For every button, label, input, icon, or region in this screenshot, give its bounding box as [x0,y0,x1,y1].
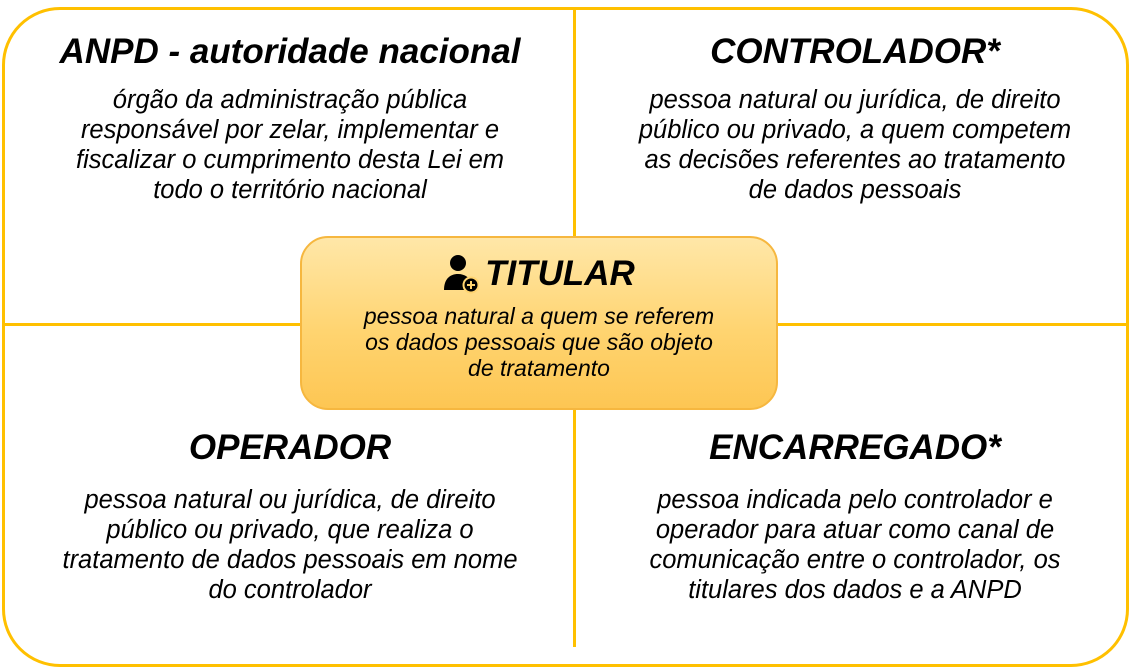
description-line: as decisões referentes ao tratamento [644,146,1066,174]
controlador-description: pessoa natural ou jurídica, de direito p… [595,85,1115,205]
quadrant-controlador: CONTROLADOR* pessoa natural ou jurídica,… [595,32,1115,205]
anpd-description: órgão da administração pública responsáv… [30,85,550,205]
encarregado-description: pessoa indicada pelo controlador e opera… [595,485,1115,605]
description-line: pessoa natural ou jurídica, de direito [649,86,1061,114]
titular-description: pessoa natural a quem se referem os dado… [302,303,776,381]
description-line: tratamento de dados pessoais em nome [62,546,518,574]
quadrant-encarregado: ENCARREGADO* pessoa indicada pelo contro… [595,428,1115,605]
anpd-title: ANPD - autoridade nacional [59,32,521,71]
controlador-title: CONTROLADOR* [710,32,1000,71]
description-line: de tratamento [468,355,610,381]
description-line: os dados pessoais que são objeto [365,329,713,355]
description-line: responsável por zelar, implementar e [80,116,500,144]
description-line: comunicação entre o controlador, os [649,546,1061,574]
user-plus-icon [443,254,480,294]
titular-box: TITULAR pessoa natural a quem se referem… [300,236,778,410]
description-line: do controlador [208,576,372,604]
description-line: público ou privado, que realiza o [106,516,474,544]
titular-title: TITULAR [485,254,635,293]
description-line: público ou privado, a quem competem [638,116,1072,144]
operador-title: OPERADOR [188,428,392,467]
description-line: titulares dos dados e a ANPD [688,576,1022,604]
description-line: de dados pessoais [748,176,962,204]
description-line: todo o território nacional [153,176,427,204]
encarregado-title: ENCARREGADO* [709,428,1001,467]
description-line: pessoa natural a quem se referem [363,303,715,329]
description-line: pessoa indicada pelo controlador e [657,486,1053,514]
description-line: fiscalizar o cumprimento desta Lei em [75,146,504,174]
description-line: pessoa natural ou jurídica, de direito [84,486,496,514]
description-line: órgão da administração pública [112,86,468,114]
description-line: operador para atuar como canal de [655,516,1055,544]
quadrant-operador: OPERADOR pessoa natural ou jurídica, de … [30,428,550,605]
quadrant-anpd: ANPD - autoridade nacional órgão da admi… [30,32,550,205]
titular-heading: TITULAR [302,254,776,294]
operador-description: pessoa natural ou jurídica, de direito p… [30,485,550,605]
